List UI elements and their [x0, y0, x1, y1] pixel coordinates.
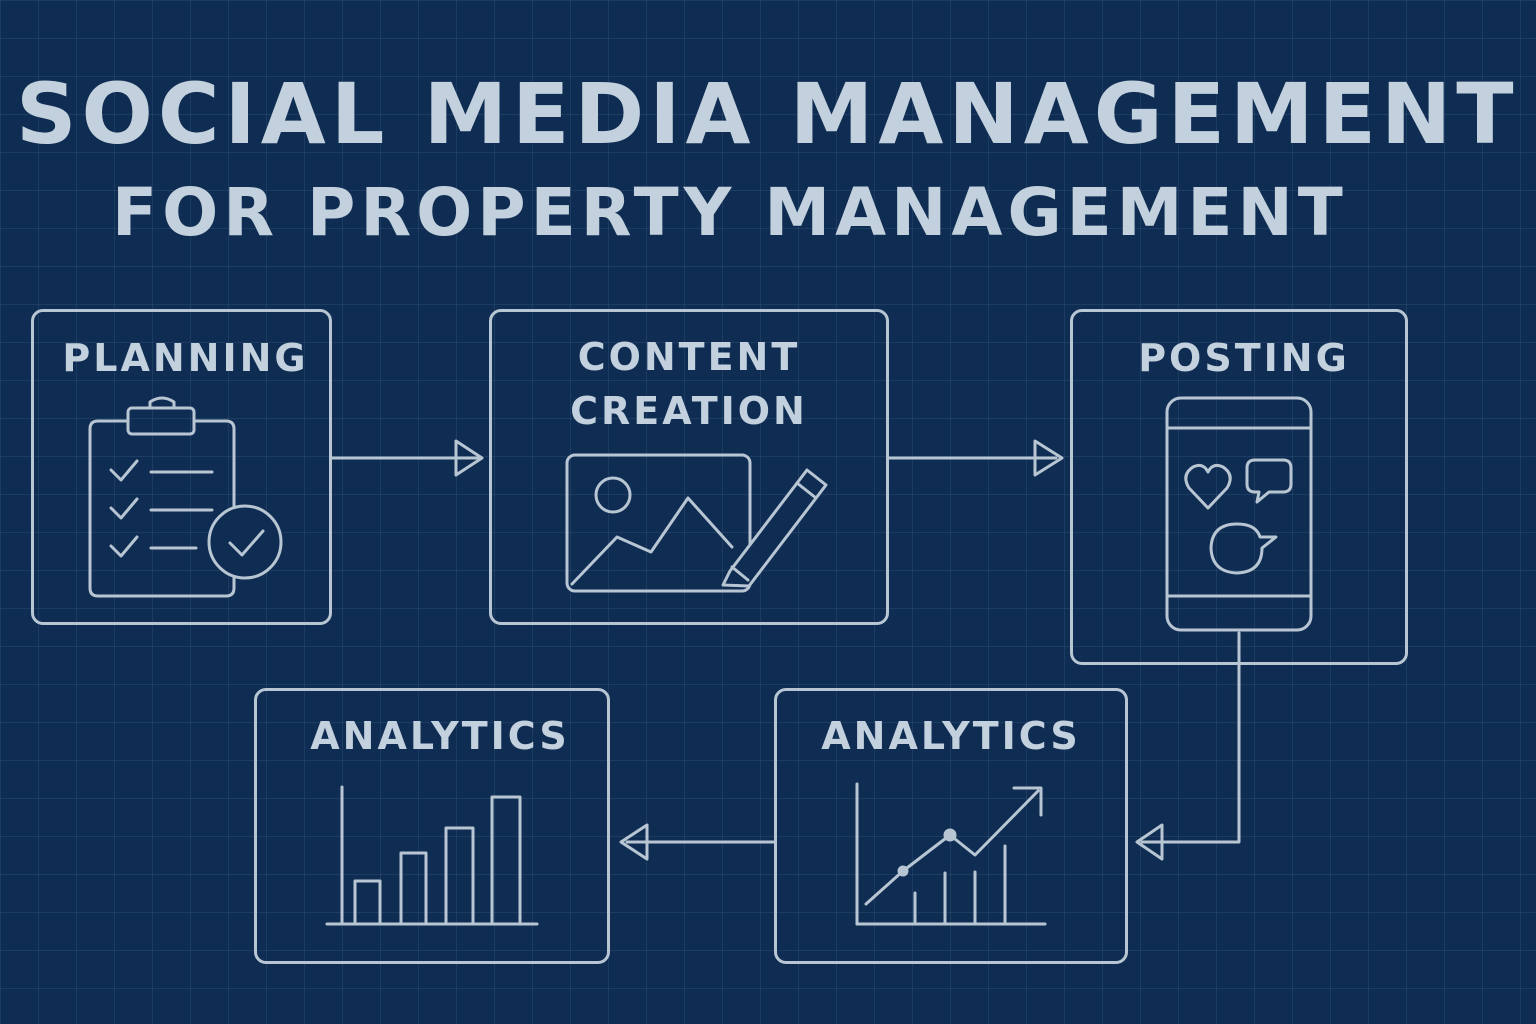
content-creation-label-line1: CONTENT: [577, 335, 801, 379]
image-pencil-icon: [565, 453, 828, 593]
speech-bubble-icon: [1245, 458, 1293, 504]
line-growth-chart-icon: [855, 782, 1047, 926]
arrow-posting-to-analytics: [1135, 631, 1241, 861]
analytics-left-label: ANALYTICS: [310, 714, 570, 758]
content-creation-box: [489, 309, 889, 625]
content-creation-label: CONTENT CREATION: [489, 330, 889, 438]
bar-chart-icon: [325, 785, 539, 926]
chat-bubble-icon: [1209, 522, 1278, 575]
content-creation-label-line2: CREATION: [570, 389, 808, 433]
analytics-right-label: ANALYTICS: [821, 714, 1081, 758]
title-line-2: FOR PROPERTY MANAGEMENT: [112, 174, 1348, 251]
smartphone-social-icon: [1165, 396, 1313, 632]
posting-label: POSTING: [1138, 336, 1350, 380]
arrow-planning-to-content: [330, 439, 484, 477]
title-line-1: SOCIAL MEDIA MANAGEMENT: [16, 65, 1519, 163]
clipboard-checklist-icon: [88, 396, 283, 598]
planning-box: [31, 309, 332, 625]
analytics-left-box: [254, 688, 610, 964]
arrow-content-to-posting: [887, 439, 1064, 477]
planning-label: PLANNING: [62, 336, 309, 380]
analytics-right-box: [774, 688, 1128, 964]
arrow-analytics-to-analytics: [619, 823, 776, 861]
heart-icon: [1184, 463, 1232, 510]
